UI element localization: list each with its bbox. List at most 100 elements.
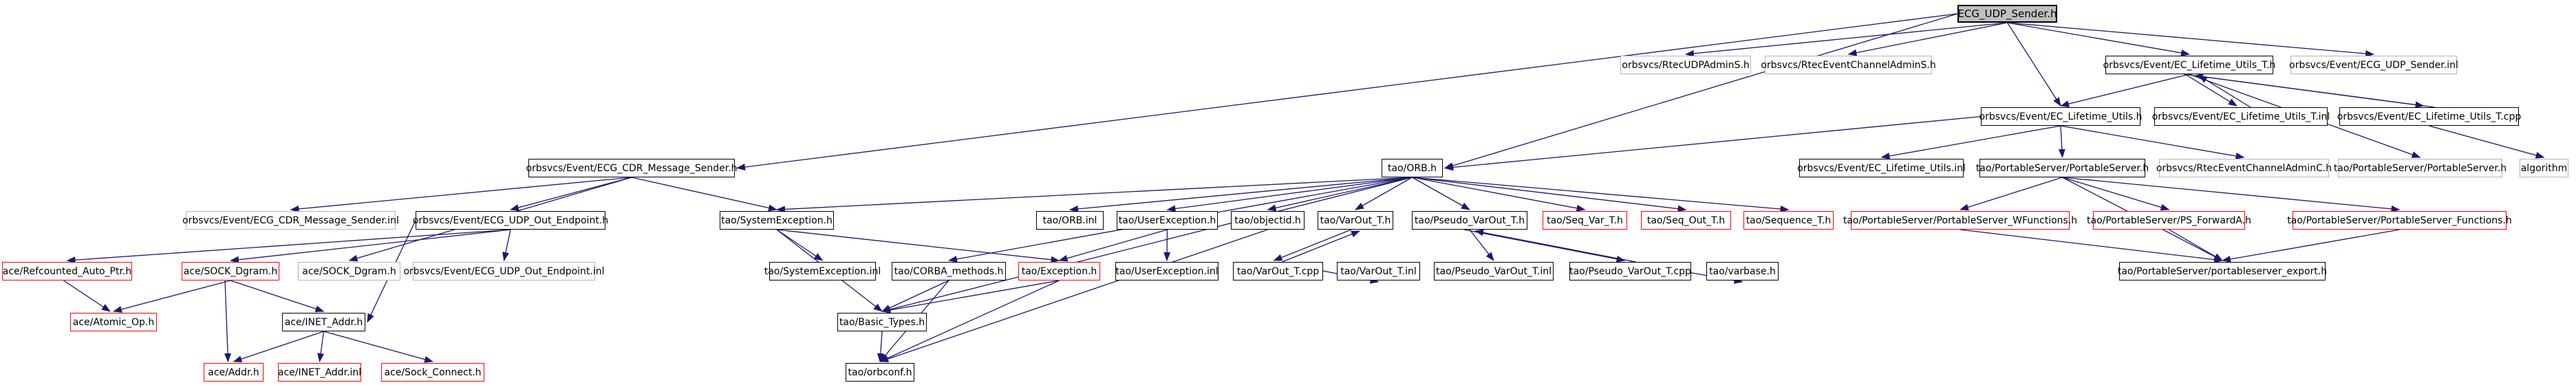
graph-node-ecg_udp_out_endpoint_h[interactable]: orbsvcs/Event/ECG_UDP_Out_Endpoint.h <box>413 211 608 230</box>
graph-node-pseudo_varout_t_inl[interactable]: tao/Pseudo_VarOut_T.inl <box>1434 262 1554 280</box>
include-edge-portableserver_h-to-ps_forwarda_h <box>2062 177 2170 211</box>
include-edge-ecg_udp_out_endpoint_h-to-ecg_udp_out_endpoint_inl <box>502 229 511 261</box>
graph-node-sock_dgram_gray: ace/SOCK_Dgram.h <box>298 262 400 280</box>
include-edge-corba_methods_h-to-basic_types_h <box>881 280 949 312</box>
graph-node-basic_types_h[interactable]: tao/Basic_Types.h <box>837 313 927 331</box>
graph-node-inet_addr_inl[interactable]: ace/INET_Addr.inl <box>278 363 361 382</box>
graph-node-atomic_op_h[interactable]: ace/Atomic_Op.h <box>70 313 157 331</box>
graph-node-ecg_cdr_sender_h[interactable]: orbsvcs/Event/ECG_CDR_Message_Sender.h <box>526 159 738 177</box>
graph-node-orb_inl[interactable]: tao/ORB.inl <box>1036 211 1104 230</box>
graph-node-inet_addr_h[interactable]: ace/INET_Addr.h <box>282 313 365 331</box>
include-edge-ec_lifetime_utils_h-to-orb_h <box>1444 116 1982 171</box>
graph-node-ps_forwarda_h[interactable]: tao/PortableServer/PS_ForwardA.h <box>2087 211 2251 230</box>
graph-node-ec_lifetime_utils_t_h[interactable]: orbsvcs/Event/EC_Lifetime_Utils_T.h <box>2103 56 2275 74</box>
include-edge-inet_addr_h-to-inet_addr_inl <box>317 331 325 362</box>
graph-node-seq_out_t_h[interactable]: tao/Seq_Out_T.h <box>1641 211 1731 230</box>
graph-node-portableserver_h[interactable]: tao/PortableServer/PortableServer.h <box>1976 159 2149 177</box>
graph-node-ec_lifetime_utils_inl[interactable]: orbsvcs/Event/EC_Lifetime_Utils.inl <box>1797 159 1966 177</box>
include-edge-root-to-ecg_udp_sender_inl <box>2007 22 2374 57</box>
include-edge-ec_lifetime_utils_t_h-to-ec_lifetime_utils_h <box>2060 74 2190 107</box>
include-edge-root-to-orb_h <box>1444 13 1958 169</box>
graph-node-sequence_t_h[interactable]: tao/Sequence_T.h <box>1743 211 1834 230</box>
include-edge-ec_lifetime_utils_h-to-portableserver_h <box>2058 125 2065 158</box>
include-edge-pseudo_varout_t_h-to-pseudo_varout_t_cpp <box>1463 229 1626 263</box>
include-edge-ec_lifetime_utils_t_cpp-to-algorithm <box>2429 125 2545 159</box>
graph-node-varout_t_h[interactable]: tao/VarOut_T.h <box>1318 211 1393 230</box>
include-edge-root-to-ec_lifetime_utils_h <box>2006 22 2061 107</box>
include-edge-orb_h-to-systemexception_h <box>776 177 1413 213</box>
include-edge-inet_addr_h-to-sock_connect_h <box>323 331 433 363</box>
include-edge-orb_h-to-varout_t_h <box>1355 177 1413 210</box>
graph-node-ps_export_h[interactable]: tao/PortableServer/portableserver_export… <box>2118 262 2327 280</box>
include-edge-ps_forwarda_h-to-ps_export_h <box>2169 229 2223 261</box>
include-edge-varout_t_cpp-to-varout_t_h <box>1282 230 1360 263</box>
include-edge-sock_dgram_red-to-inet_addr_h <box>230 280 325 312</box>
graph-node-ec_lifetime_utils_t_inl[interactable]: orbsvcs/Event/EC_Lifetime_Utils_T.inl <box>2152 107 2330 126</box>
graph-node-orb_h[interactable]: tao/ORB.h <box>1382 159 1443 177</box>
include-edge-inet_addr_h-to-addr_h <box>233 331 324 362</box>
include-edge-ec_lifetime_utils_h-to-rtec_ec_admin_c <box>2060 125 2245 160</box>
include-edge-userexception_h-to-exception_h <box>1058 229 1168 262</box>
include-edge-exception_h-to-basic_types_h <box>881 280 1060 314</box>
graph-node-refcounted_auto_ptr_h[interactable]: ace/Refcounted_Auto_Ptr.h <box>2 262 132 280</box>
graph-node-ps_wfunctions_h[interactable]: tao/PortableServer/PortableServer_WFunct… <box>1843 211 2077 230</box>
include-edge-ec_lifetime_utils_t_cpp-to-ec_lifetime_utils_t_h <box>2194 73 2435 108</box>
include-edge-orb_h-to-seq_out_t_h <box>1412 177 1687 212</box>
graph-node-ec_lifetime_utils_h[interactable]: orbsvcs/Event/EC_Lifetime_Utils.h <box>1979 107 2142 126</box>
graph-node-userexception_h[interactable]: tao/UserException.h <box>1117 211 1218 230</box>
include-edge-sock_dgram_red-to-addr_h <box>224 280 232 362</box>
graph-node-rtec_udp_admin_s: orbsvcs/RtecUDPAdminS.h <box>1620 56 1751 74</box>
graph-node-systemexception_inl[interactable]: tao/SystemException.inl <box>764 262 881 280</box>
graph-node-rtec_ec_admin_c: orbsvcs/RtecEventChannelAdminC.h <box>2156 159 2332 177</box>
graph-node-systemexception_h[interactable]: tao/SystemException.h <box>720 211 834 230</box>
graph-node-sock_connect_h[interactable]: ace/Sock_Connect.h <box>381 363 484 382</box>
graph-node-varbase_h[interactable]: tao/varbase.h <box>1706 262 1779 280</box>
graph-node-objectid_h[interactable]: tao/objectid.h <box>1231 211 1305 230</box>
include-edge-orb_h-to-pseudo_varout_t_h <box>1412 177 1470 210</box>
include-edge-orb_h-to-seq_var_t_h <box>1412 177 1586 212</box>
include-edge-userexception_h-to-userexception_inl <box>1163 229 1171 261</box>
include-edge-portableserver_h-to-ps_wfunctions_h <box>1960 177 2063 211</box>
graph-node-exception_h[interactable]: tao/Exception.h <box>1018 262 1100 280</box>
include-edge-refcounted_auto_ptr_h-to-atomic_op_h <box>63 280 111 312</box>
graph-node-pseudo_varout_t_h[interactable]: tao/Pseudo_VarOut_T.h <box>1412 211 1527 230</box>
include-edge-varout_t_h-to-varout_t_cpp <box>1273 229 1352 261</box>
graph-node-ecg_cdr_sender_inl: orbsvcs/Event/ECG_CDR_Message_Sender.inl <box>182 211 399 230</box>
graph-node-sock_dgram_red[interactable]: ace/SOCK_Dgram.h <box>182 262 279 280</box>
graph-node-ecg_udp_sender_inl: orbsvcs/Event/ECG_UDP_Sender.inl <box>2289 56 2458 74</box>
graph-node-varout_t_inl[interactable]: tao/VarOut_T.inl <box>1337 262 1420 280</box>
include-edge-portableserver_h-to-ps_functions_h <box>2062 177 2401 212</box>
graph-node-ec_lifetime_utils_t_cpp[interactable]: orbsvcs/Event/EC_Lifetime_Utils_T.cpp <box>2337 107 2521 126</box>
include-edge-ecg_udp_out_endpoint_h-to-sock_dgram_red <box>230 229 511 263</box>
include-edge-exception_h-to-orbconf_h <box>879 280 1060 362</box>
include-edge-sock_dgram_red-to-atomic_op_h <box>113 280 231 313</box>
include-edge-systemexception_h-to-exception_h <box>776 229 1060 263</box>
graph-node-portableserver_h2: tao/PortableServer/PortableServer.h <box>2334 159 2507 177</box>
include-edge-ps_functions_h-to-ps_export_h <box>2222 229 2400 263</box>
include-edge-pseudo_varout_t_cpp-to-pseudo_varout_t_h <box>1474 229 1636 263</box>
include-edge-root-to-rtec_udp_admin_s <box>1685 22 2008 57</box>
include-edge-objectid_h-to-orbconf_h <box>879 229 1268 362</box>
include-edge-basic_types_h-to-orbconf_h <box>877 331 884 362</box>
graph-node-orbconf_h[interactable]: tao/orbconf.h <box>846 363 914 382</box>
include-edge-root-to-rtec_ec_admin_s <box>1847 22 2008 56</box>
include-edge-ec_lifetime_utils_h-to-ec_lifetime_utils_inl <box>1880 125 2061 160</box>
graph-node-root: ECG_UDP_Sender.h <box>1957 5 2057 23</box>
graph-node-addr_h[interactable]: ace/Addr.h <box>204 363 264 382</box>
graph-node-userexception_inl[interactable]: tao/UserException.inl <box>1115 262 1219 280</box>
graph-node-rtec_ec_admin_s: orbsvcs/RtecEventChannelAdminS.h <box>1761 56 1936 74</box>
include-edge-ecg_udp_out_endpoint_h-to-refcounted_auto_ptr_h <box>66 229 511 264</box>
include-edge-ec_lifetime_utils_t_h-to-ec_lifetime_utils_t_inl <box>2185 74 2237 107</box>
graph-node-ps_functions_h[interactable]: tao/PortableServer/PortableServer_Functi… <box>2287 211 2512 230</box>
graph-node-algorithm: algorithm <box>2520 159 2568 177</box>
include-edge-ecg_cdr_sender_h-to-ecg_cdr_sender_inl <box>290 177 632 212</box>
graph-node-varout_t_cpp[interactable]: tao/VarOut_T.cpp <box>1233 262 1323 280</box>
graph-node-corba_methods_h[interactable]: tao/CORBA_methods.h <box>892 262 1006 280</box>
include-edge-systemexception_h-to-systemexception_inl <box>776 229 824 261</box>
include-edge-orb_h-to-orb_inl <box>1069 177 1413 212</box>
graph-node-seq_var_t_h[interactable]: tao/Seq_Var_T.h <box>1543 211 1627 230</box>
graph-node-pseudo_varout_t_cpp[interactable]: tao/Pseudo_VarOut_T.cpp <box>1569 262 1691 280</box>
include-edge-orb_h-to-sequence_t_h <box>1412 177 1790 212</box>
include-edge-ps_wfunctions_h-to-ps_export_h <box>1960 229 2223 263</box>
